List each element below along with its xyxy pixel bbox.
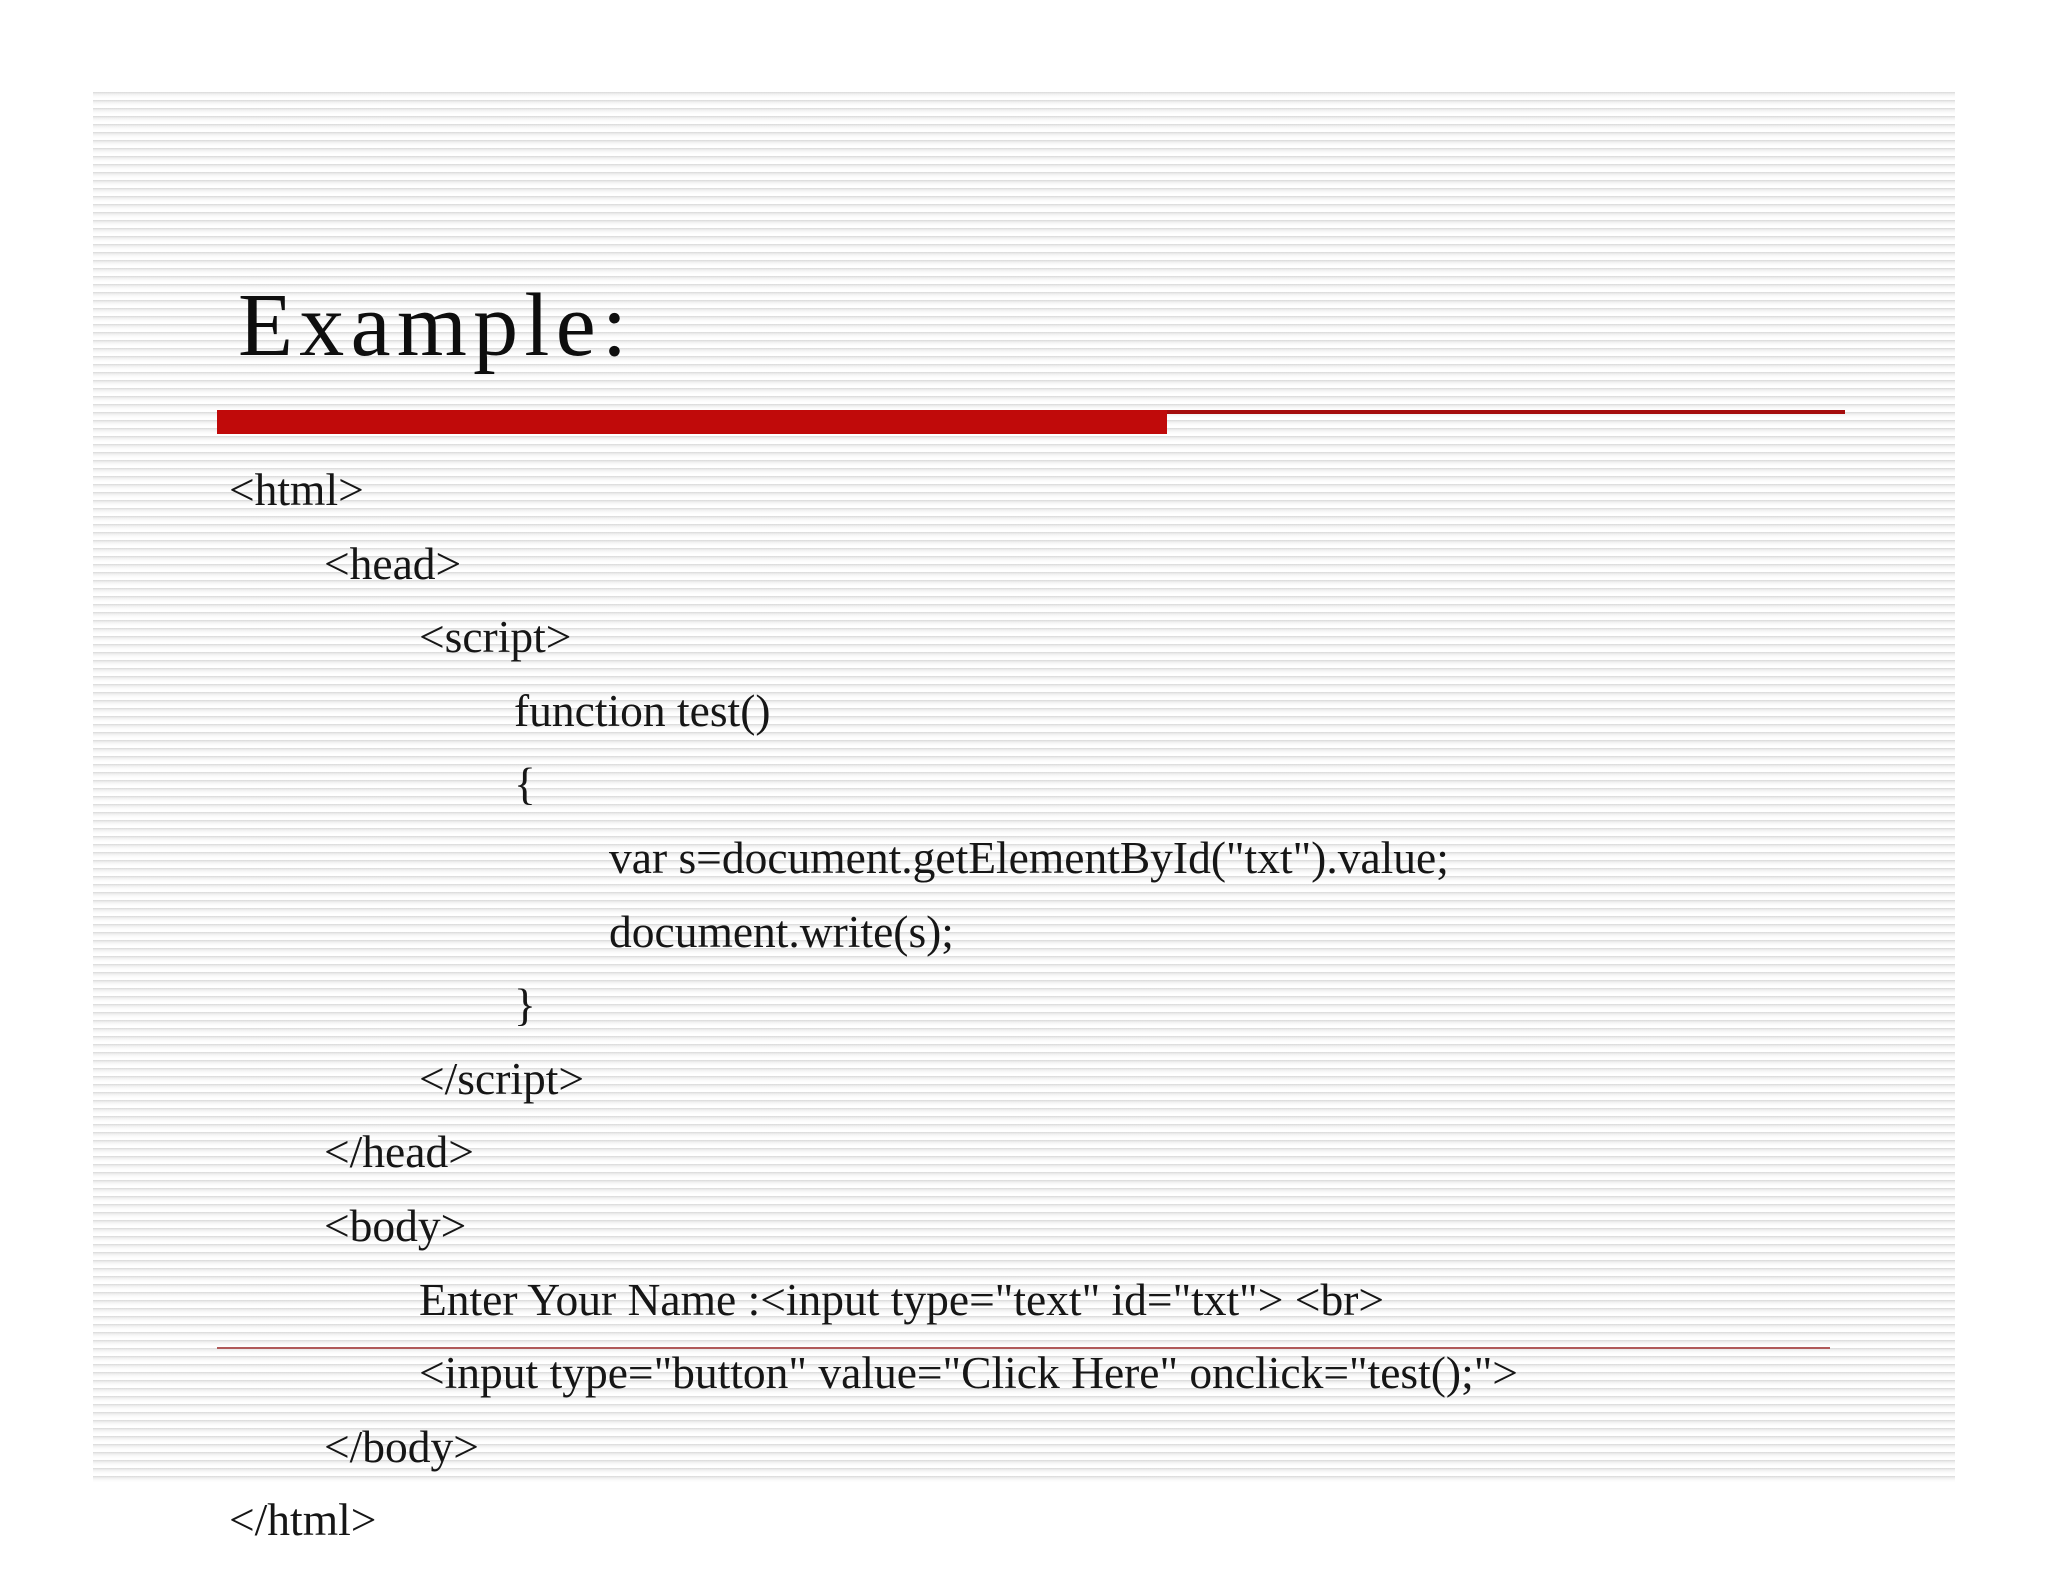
body-divider-line [217,1347,1830,1349]
slide-title: Example: [238,276,634,375]
code-line: </script> [419,1052,585,1104]
code-line: <input type="button" value="Click Here" … [419,1347,1518,1399]
pinstripe-background [93,92,1955,1483]
code-line: <script> [419,611,572,663]
code-line: Enter Your Name :<input type="text" id="… [419,1273,1385,1325]
code-line: </body> [324,1420,479,1472]
code-line: <body> [324,1199,467,1251]
code-line: } [514,979,536,1031]
code-block: <html> <head> <script> function test() {… [229,453,1929,1557]
code-line: </html> [229,1494,377,1546]
code-line: { [514,758,536,810]
title-underline-bar [217,410,1167,434]
code-line: </head> [324,1126,474,1178]
code-line: function test() [514,684,771,736]
code-line: <head> [324,537,462,589]
title-underline-rule [1167,410,1845,414]
code-line: document.write(s); [609,905,954,957]
code-line: var s=document.getElementById("txt").val… [609,831,1449,883]
code-line: <html> [229,464,364,515]
